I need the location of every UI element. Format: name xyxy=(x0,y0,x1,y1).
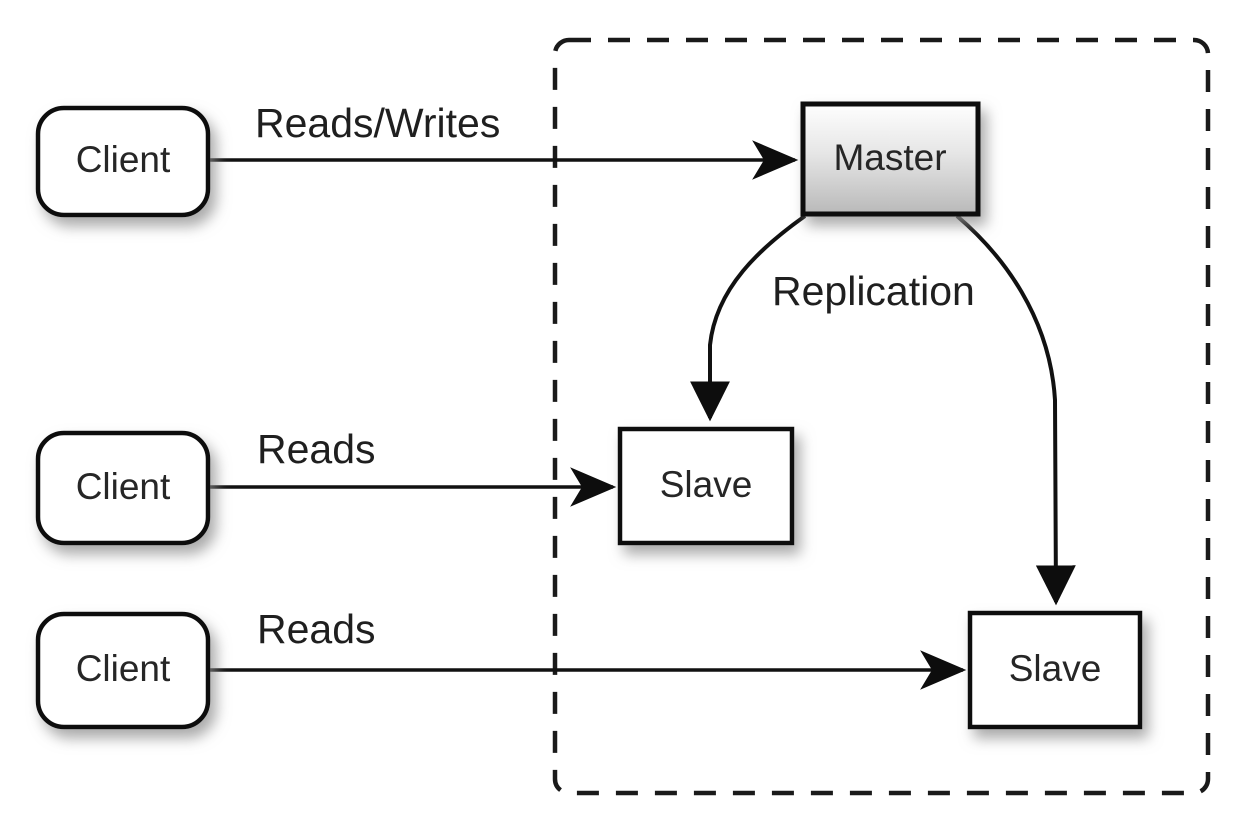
edge-label-reads-writes: Reads/Writes xyxy=(255,100,500,146)
slave-2-label: Slave xyxy=(1009,648,1102,689)
edge-master-slave2 xyxy=(955,214,1076,606)
edge-label-replication: Replication xyxy=(772,268,975,314)
node-slave-2[interactable]: Slave xyxy=(967,610,1143,730)
slave-2-box[interactable] xyxy=(967,610,1143,730)
node-client-2[interactable]: Client xyxy=(35,430,211,546)
master-box[interactable] xyxy=(800,101,981,217)
replication-cluster-boundary xyxy=(552,37,1211,796)
client-3-box[interactable] xyxy=(35,611,211,730)
client-2-box[interactable] xyxy=(35,430,211,546)
edge-label-reads-2: Reads xyxy=(257,606,376,652)
edge-master-slave1 xyxy=(690,214,807,422)
node-client-3[interactable]: Client xyxy=(35,611,211,730)
node-slave-1[interactable]: Slave xyxy=(617,426,795,546)
node-master[interactable]: Master xyxy=(800,101,981,217)
slave-1-label: Slave xyxy=(660,464,753,505)
client-2-label: Client xyxy=(76,466,171,507)
master-label: Master xyxy=(833,137,946,178)
client-1-label: Client xyxy=(76,139,171,180)
slave-1-box[interactable] xyxy=(617,426,795,546)
node-client-1[interactable]: Client xyxy=(35,105,211,218)
edge-label-reads-1: Reads xyxy=(257,426,376,472)
client-3-label: Client xyxy=(76,648,171,689)
client-1-box[interactable] xyxy=(35,105,211,218)
